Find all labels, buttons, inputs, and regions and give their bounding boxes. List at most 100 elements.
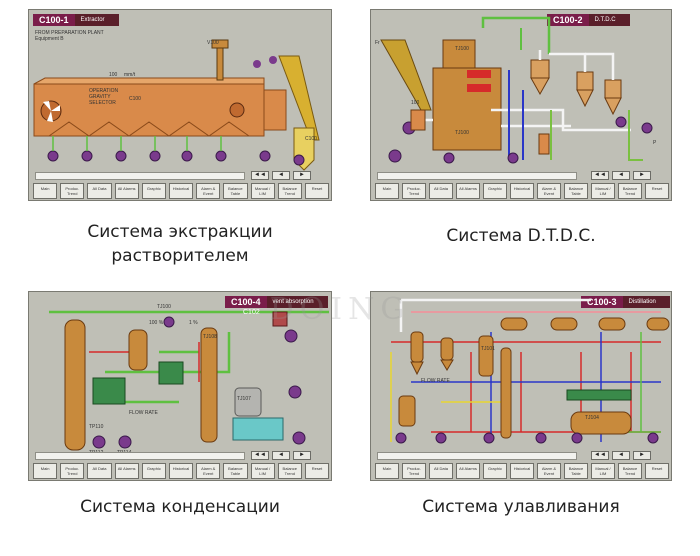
condensation-label: TJ100 [157,304,171,310]
panel-name: D.T.D.C [588,14,630,26]
toolbar-button[interactable]: Produc. Trend [60,463,85,479]
panel-name: vent absorption [266,296,328,308]
toolbar-button[interactable]: Alarm & Event [196,463,221,479]
extractor-label: V100 [207,40,219,46]
toolbar-button[interactable]: Balance Table [564,183,588,199]
toolbar-button[interactable]: Historical [510,463,534,479]
condensation-label: 1 % [189,320,198,326]
toolbar-button[interactable]: Manual / LIM [591,463,615,479]
panel-titlebar: C100-4 vent absorption [225,296,328,308]
nav-buttons: ◄◄ ◄ ► [251,171,311,180]
toolbar-button[interactable]: Graphic [483,463,507,479]
toolbar-button[interactable]: Graphic [483,183,507,199]
panel-titlebar: C100-3 Distillation [581,296,670,308]
toolbar-button[interactable]: Balance Table [564,463,588,479]
toolbar-button[interactable]: Produc. Trend [402,183,426,199]
toolbar-button[interactable]: Balance Table [223,183,248,199]
toolbar-button[interactable]: Reset [304,183,330,199]
nav-forward-button[interactable]: ► [293,451,311,460]
panel-titlebar: C100-1 Extractor [33,14,119,26]
status-bar [35,452,245,460]
nav-back-button[interactable]: ◄ [612,451,630,460]
toolbar: Main Produc. Trend All Data All Alarms G… [375,183,669,199]
toolbar-button[interactable]: Main [375,463,399,479]
toolbar-button[interactable]: Produc. Trend [60,183,85,199]
toolbar-button[interactable]: All Data [87,463,112,479]
toolbar-button[interactable]: Reset [645,463,669,479]
toolbar-button[interactable]: Balance Trend [618,183,642,199]
condenser-column [64,319,86,451]
distillation-label: TJ101 [481,346,495,352]
dtdc-label: 100 [411,100,420,106]
toolbar-button[interactable]: All Alarms [114,463,139,479]
extractor-vessel [33,83,265,137]
dtdc-label: Fr [375,40,380,46]
nav-buttons: ◄◄ ◄ ► [251,451,311,460]
status-bar [377,172,577,180]
toolbar-button[interactable]: Historical [168,183,194,199]
toolbar-button[interactable]: Balance Trend [277,463,302,479]
toolbar-button[interactable]: Reset [304,463,330,479]
panel-code: C100-4 [225,296,267,308]
status-bar [35,172,245,180]
nav-forward-button[interactable]: ► [633,171,651,180]
nav-buttons: ◄◄ ◄ ► [591,451,651,460]
nav-first-button[interactable]: ◄◄ [251,171,269,180]
toolbar-button[interactable]: Main [375,183,399,199]
toolbar-button[interactable]: All Data [429,463,453,479]
toolbar-button[interactable]: Balance Trend [277,183,302,199]
condensation-label: TJ108 [203,334,217,340]
condensation-label: 100 % [149,320,164,326]
toolbar-button[interactable]: Balance Table [223,463,248,479]
toolbar-button[interactable]: All Alarms [114,183,139,199]
nav-back-button[interactable]: ◄ [272,171,290,180]
caption-recovery: Система улавливания [422,497,620,517]
toolbar-button[interactable]: Main [33,183,58,199]
panel-name: Distillation [622,296,670,308]
toolbar-button[interactable]: Graphic [141,463,166,479]
extractor-label: C100 [305,136,317,142]
toolbar-button[interactable]: Balance Trend [618,463,642,479]
toolbar-button[interactable]: Produc. Trend [402,463,426,479]
status-bar [377,452,577,460]
toolbar-button[interactable]: All Alarms [456,463,480,479]
nav-first-button[interactable]: ◄◄ [591,451,609,460]
toolbar-button[interactable]: Reset [645,183,669,199]
toolbar-button[interactable]: Historical [168,463,194,479]
panel-distillation: C100-3 Distillation [370,291,672,481]
nav-back-button[interactable]: ◄ [612,171,630,180]
nav-first-button[interactable]: ◄◄ [251,451,269,460]
toolbar-button[interactable]: Manual / LIM [250,463,275,479]
extractor-label: C100 [129,96,141,102]
nav-buttons: ◄◄ ◄ ► [591,171,651,180]
caption-condensation: Система конденсации [80,497,280,517]
caption-dtdc: Система D.T.D.C. [446,226,596,246]
extractor-diagram [33,39,320,171]
nav-first-button[interactable]: ◄◄ [591,171,609,180]
toolbar-button[interactable]: Alarm & Event [537,463,561,479]
dtdc-label: TJ100 [455,130,469,136]
extractor-label: GRAVITY [89,94,111,100]
nav-back-button[interactable]: ◄ [272,451,290,460]
condensation-label: FLOW RATE [129,410,158,416]
toolbar-button[interactable]: All Data [87,183,112,199]
nav-forward-button[interactable]: ► [633,451,651,460]
toolbar-button[interactable]: Main [33,463,58,479]
panel-extractor: C100-1 Extractor FROM PREPARATION PLANT … [28,9,332,201]
toolbar-button[interactable]: Historical [510,183,534,199]
nav-forward-button[interactable]: ► [293,171,311,180]
toolbar: Main Produc. Trend All Data All Alarms G… [375,463,669,479]
toolbar-button[interactable]: Graphic [141,183,166,199]
toolbar-button[interactable]: Alarm & Event [196,183,221,199]
toolbar-button[interactable]: All Data [429,183,453,199]
panel-titlebar: C100-2 D.T.D.C [547,14,630,26]
toolbar-button[interactable]: All Alarms [456,183,480,199]
toolbar-button[interactable]: Alarm & Event [537,183,561,199]
extractor-label: SELECTOR [89,100,116,106]
toolbar-button[interactable]: Manual / LIM [591,183,615,199]
dtdc-label: P [653,140,657,146]
panel-code: C100-2 [547,14,589,26]
caption-extraction: Система экстракции растворителем [87,222,273,266]
toolbar-button[interactable]: Manual / LIM [250,183,275,199]
panel-name: Extractor [74,14,119,26]
